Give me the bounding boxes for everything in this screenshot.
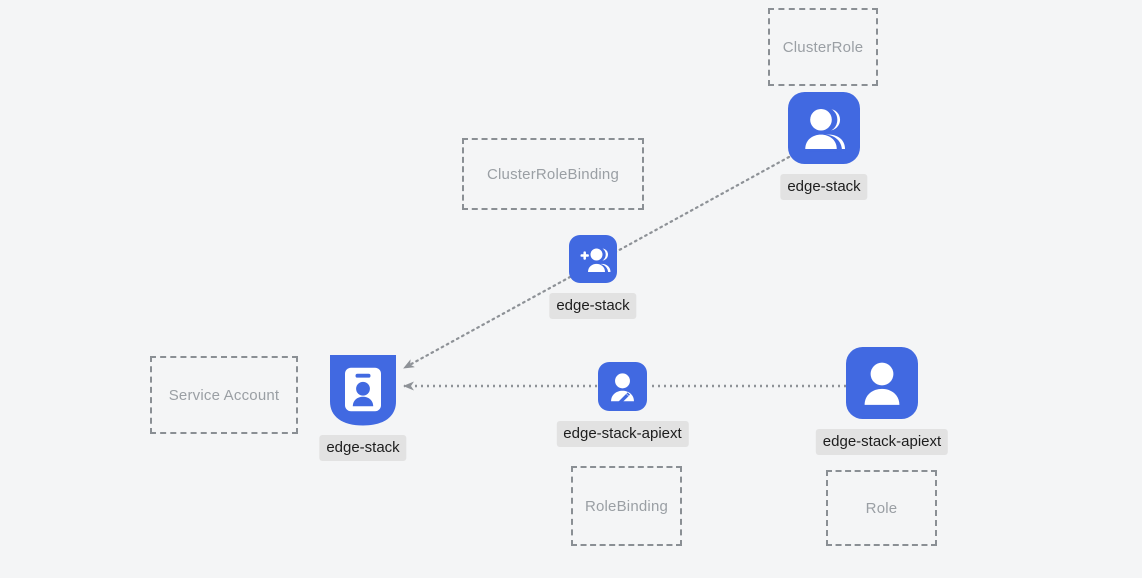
node-clusterrolebinding[interactable]: edge-stack: [549, 235, 637, 319]
group-label-role: Role: [865, 499, 898, 517]
group-box-clusterrole: ClusterRole: [768, 8, 878, 86]
node-label-clusterrolebinding: edge-stack: [549, 293, 637, 319]
group-people-icon[interactable]: [788, 92, 860, 164]
node-rolebinding[interactable]: edge-stack-apiext: [556, 362, 689, 447]
group-label-serviceaccount: Service Account: [168, 386, 280, 404]
node-label-rolebinding: edge-stack-apiext: [556, 421, 689, 447]
group-box-clusterrolebinding: ClusterRoleBinding: [462, 138, 644, 210]
node-label-role: edge-stack-apiext: [815, 429, 949, 455]
group-box-serviceaccount: Service Account: [150, 356, 298, 434]
node-label-clusterrole: edge-stack: [780, 174, 868, 200]
node-role[interactable]: edge-stack-apiext: [815, 347, 949, 455]
group-label-clusterrolebinding: ClusterRoleBinding: [486, 165, 619, 183]
group-box-role: Role: [826, 470, 937, 546]
node-label-serviceaccount: edge-stack: [319, 435, 407, 461]
id-badge-shield-icon[interactable]: [330, 355, 396, 427]
add-person-icon[interactable]: [569, 235, 617, 283]
node-clusterrole[interactable]: edge-stack: [780, 92, 868, 200]
person-edit-icon[interactable]: [598, 362, 647, 411]
group-box-rolebinding: RoleBinding: [571, 466, 682, 546]
group-label-clusterrole: ClusterRole: [782, 38, 864, 56]
node-serviceaccount[interactable]: edge-stack: [319, 355, 407, 461]
person-icon[interactable]: [846, 347, 918, 419]
group-label-rolebinding: RoleBinding: [584, 497, 669, 515]
